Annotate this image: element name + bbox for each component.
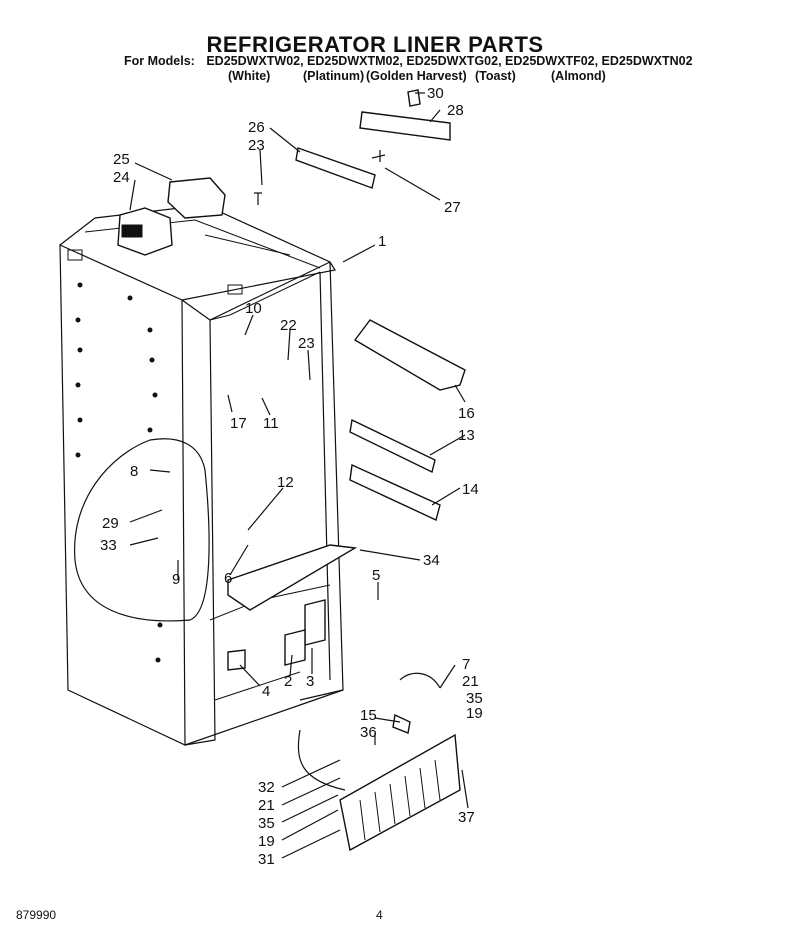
- callout-8: 8: [130, 463, 138, 480]
- callout-11: 11: [263, 415, 279, 432]
- callout-2: 2: [284, 673, 292, 690]
- callout-32: 32: [258, 779, 275, 796]
- part-26-rail: [295, 147, 376, 189]
- callout-7: 7: [462, 656, 470, 673]
- models-line: For Models: ED25DWXTW02, ED25DWXTM02, ED…: [124, 54, 693, 68]
- callout-23b: 23: [298, 335, 315, 352]
- callout-35b: 35: [258, 815, 275, 832]
- color-platinum: (Platinum): [303, 69, 365, 83]
- callout-14: 14: [462, 481, 479, 498]
- callout-27: 27: [444, 199, 461, 216]
- callout-13: 13: [458, 427, 475, 444]
- callout-9: 9: [172, 571, 180, 588]
- color-white: (White): [228, 69, 271, 83]
- callout-26: 26: [248, 119, 265, 136]
- callout-24: 24: [113, 169, 130, 186]
- part-28-rail: [359, 111, 451, 141]
- callout-29: 29: [102, 515, 119, 532]
- liner-cabinet: [59, 204, 344, 746]
- callout-1: 1: [378, 233, 386, 250]
- callout-22: 22: [280, 317, 297, 334]
- callout-21b: 21: [258, 797, 275, 814]
- part-23-screw: [254, 192, 262, 205]
- part-16-shelf-cover: [353, 319, 466, 391]
- part-30-clip: [407, 89, 421, 107]
- part-24-light-housing: [117, 207, 173, 256]
- part-number: 879990: [16, 908, 57, 922]
- leader-lines: [129, 92, 469, 859]
- detail-circle: [74, 438, 210, 622]
- part-13-support: [349, 418, 436, 474]
- water-tank-assembly: [297, 672, 461, 852]
- callout-33: 33: [100, 537, 117, 554]
- callout-23a: 23: [248, 137, 265, 154]
- callout-21a: 21: [462, 673, 479, 690]
- for-models-label: For Models:: [124, 54, 195, 68]
- callout-5: 5: [372, 567, 380, 584]
- callout-3: 3: [306, 673, 314, 690]
- callout-25: 25: [113, 151, 130, 168]
- page-title: REFRIGERATOR LINER PARTS: [206, 32, 544, 57]
- part-25-bracket: [167, 177, 226, 219]
- color-toast: (Toast): [475, 69, 516, 83]
- part-3-bracket: [304, 599, 326, 646]
- part-14-support: [349, 463, 441, 521]
- part-2-hinge: [284, 629, 306, 666]
- callout-4: 4: [262, 683, 270, 700]
- callout-10: 10: [245, 300, 262, 317]
- callout-37: 37: [458, 809, 475, 826]
- page-number: 4: [376, 908, 383, 922]
- color-golden-harvest: (Golden Harvest): [366, 69, 467, 83]
- model-numbers: ED25DWXTW02, ED25DWXTM02, ED25DWXTG02, E…: [206, 54, 693, 68]
- callout-36: 36: [360, 724, 377, 741]
- part-34-crisper-cover: [227, 544, 358, 611]
- callout-19b: 19: [258, 833, 275, 850]
- callout-30: 30: [427, 85, 444, 102]
- callout-19a: 19: [466, 705, 483, 722]
- callout-15: 15: [360, 707, 377, 724]
- callout-16: 16: [458, 405, 475, 422]
- callout-35a: 35: [466, 690, 483, 707]
- callout-28: 28: [447, 102, 464, 119]
- part-27-screw: [371, 150, 386, 162]
- callout-31: 31: [258, 851, 275, 868]
- callout-6: 6: [224, 570, 232, 587]
- color-almond: (Almond): [551, 69, 606, 83]
- callout-12: 12: [277, 474, 294, 491]
- callout-17: 17: [230, 415, 247, 432]
- callout-34: 34: [423, 552, 440, 569]
